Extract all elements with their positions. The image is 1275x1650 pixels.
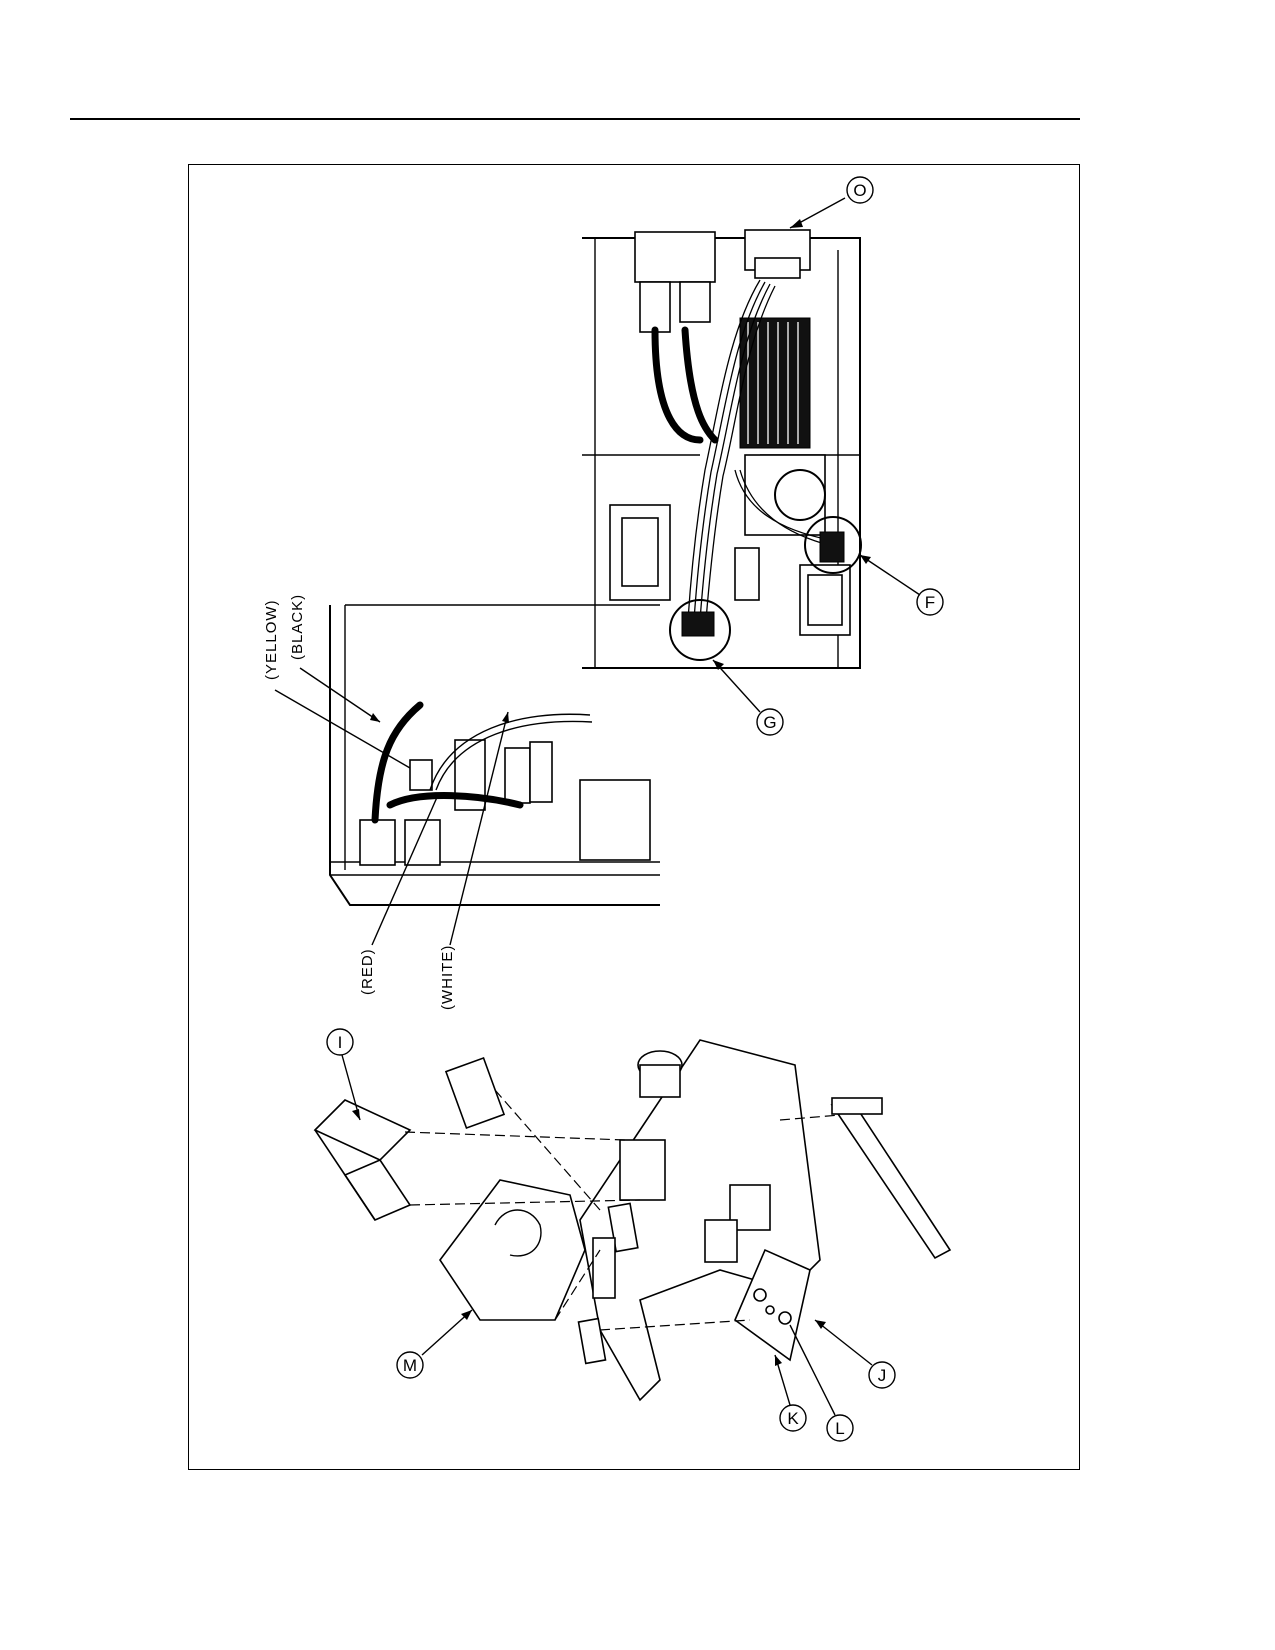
callout-o: O — [789, 176, 874, 229]
wire-label-yellow: (YELLOW) — [263, 599, 411, 769]
wire-label-white: (WHITE) — [439, 711, 509, 1010]
callout-i: I — [326, 1028, 361, 1121]
wire-label-black: (BLACK) — [289, 594, 381, 723]
svg-text:J: J — [878, 1366, 887, 1385]
svg-text:F: F — [925, 593, 935, 612]
svg-text:I: I — [338, 1033, 343, 1052]
svg-text:M: M — [403, 1356, 417, 1375]
svg-text:K: K — [787, 1409, 799, 1428]
header-rule — [70, 118, 1080, 120]
wiring-detail-view — [329, 604, 660, 906]
svg-text:(BLACK): (BLACK) — [289, 594, 306, 660]
svg-text:L: L — [835, 1419, 844, 1438]
callout-g: G — [712, 659, 784, 736]
callout-f: F — [859, 554, 944, 616]
svg-text:(RED): (RED) — [359, 948, 376, 995]
wire-label-red: (RED) — [359, 794, 439, 995]
callout-j: J — [814, 1319, 896, 1389]
figure-frame — [188, 164, 1080, 1470]
svg-text:G: G — [763, 713, 776, 732]
exploded-pcb-view — [313, 1039, 952, 1402]
svg-text:O: O — [853, 181, 866, 200]
callout-m: M — [396, 1309, 473, 1379]
chassis-top-view — [582, 229, 862, 669]
svg-text:(YELLOW): (YELLOW) — [263, 599, 280, 680]
callout-k: K — [774, 1354, 807, 1432]
svg-text:(WHITE): (WHITE) — [439, 945, 456, 1010]
callout-l: L — [789, 1324, 854, 1442]
